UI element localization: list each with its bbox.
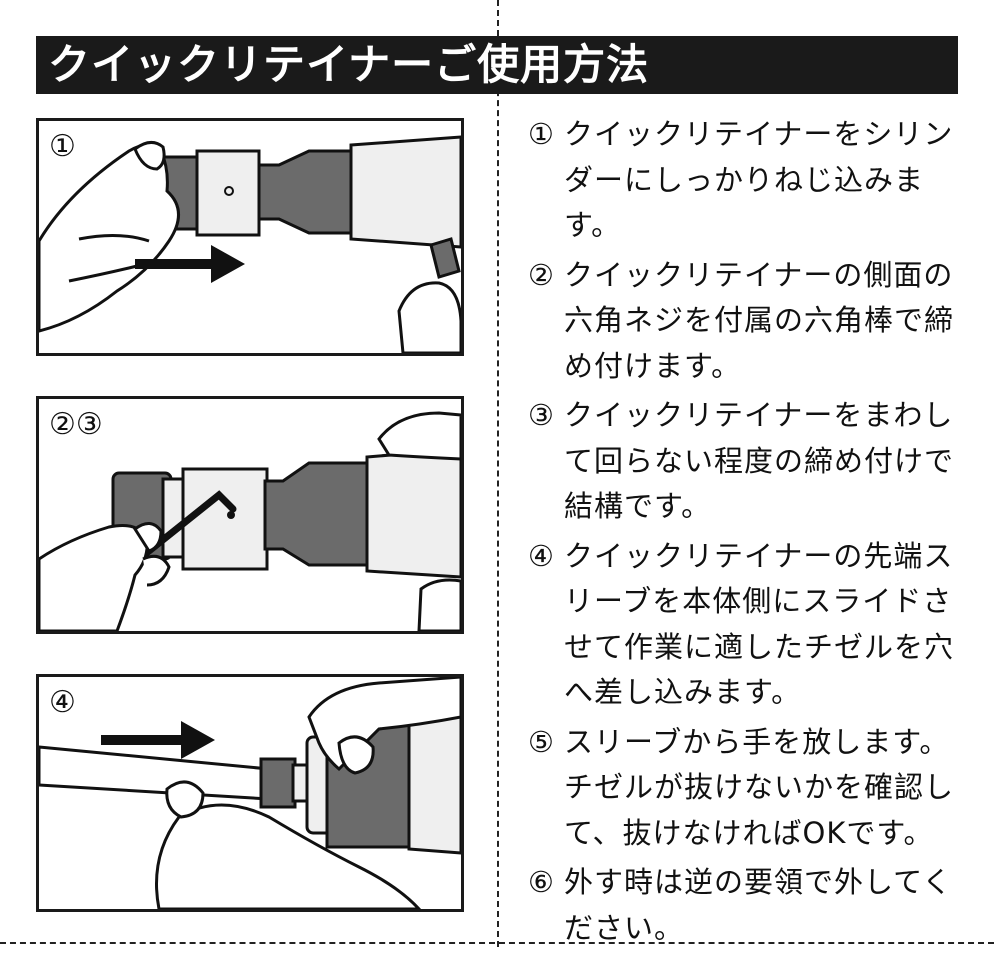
vertical-cut-line	[497, 0, 499, 947]
panel-3-label: ④	[49, 685, 76, 720]
step-6-text: 外す時は逆の要領で外してください。	[564, 865, 953, 945]
step-1-number: ①	[528, 117, 555, 151]
step-4-text: クイックリテイナーの先端スリーブを本体側にスライドさせて作業に適したチゼルを穴へ…	[564, 538, 955, 710]
panel-2-label: ②③	[49, 407, 103, 442]
illustration-panel-2: ②③	[36, 396, 464, 634]
step-5-number: ⑤	[528, 724, 555, 759]
step-6: ⑥ 外す時は逆の要領で外してください。	[528, 860, 960, 951]
panel-2-illustration	[39, 411, 461, 631]
illustration-panel-3: ④	[36, 674, 464, 912]
illustration-panel-1: ①	[36, 118, 464, 356]
step-1-text: クイックリテイナーをシリンダーにしっかりねじ込みます。	[564, 117, 954, 242]
page-title: クイックリテイナーご使用方法	[36, 36, 958, 94]
panel-1-label: ①	[49, 129, 76, 164]
step-3-text: クイックリテイナーをまわして回らない程度の締め付けで結構です。	[564, 398, 955, 523]
step-2-number: ②	[528, 257, 555, 292]
horizontal-cut-line	[0, 942, 994, 944]
panel-1-illustration	[39, 135, 461, 353]
instruction-steps: ① クイックリテイナーをシリンダーにしっかりねじ込みます。 ② クイックリテイナ…	[528, 112, 960, 955]
step-4: ④ クイックリテイナーの先端スリーブを本体側にスライドさせて作業に適したチゼルを…	[528, 534, 960, 716]
step-1: ① クイックリテイナーをシリンダーにしっかりねじ込みます。	[528, 112, 960, 249]
step-2: ② クイックリテイナーの側面の六角ネジを付属の六角棒で締め付けます。	[528, 253, 960, 390]
step-4-number: ④	[528, 538, 555, 573]
step-5-text: スリーブから手を放します。チゼルが抜けないかを確認して、抜けなければOKです。	[564, 724, 955, 850]
step-5: ⑤ スリーブから手を放します。チゼルが抜けないかを確認して、抜けなければOKです…	[528, 720, 960, 857]
step-2-text: クイックリテイナーの側面の六角ネジを付属の六角棒で締め付けます。	[564, 257, 955, 383]
step-3-number: ③	[528, 398, 555, 432]
step-6-number: ⑥	[528, 865, 555, 899]
step-3: ③ クイックリテイナーをまわして回らない程度の締め付けで結構です。	[528, 393, 960, 530]
panel-3-illustration	[39, 677, 461, 909]
